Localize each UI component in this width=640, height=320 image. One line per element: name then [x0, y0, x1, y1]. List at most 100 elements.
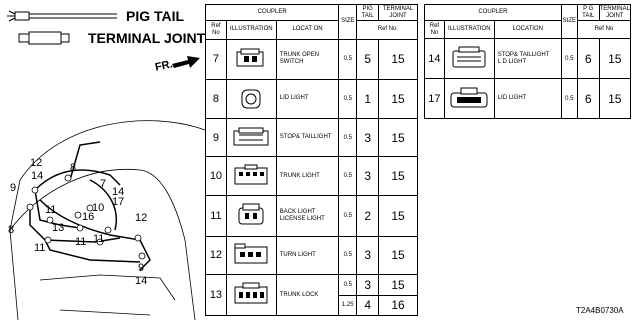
ref-cell: 8: [205, 79, 227, 119]
coupler-table-secondary: COUPLER SIZE P G TAIL TERMINAL JOINT Ref…: [424, 4, 632, 119]
terminal-joint-label: TERMINAL JOINT: [88, 30, 206, 46]
callout-number: 7: [100, 178, 107, 190]
callout-number: 10: [92, 202, 105, 214]
connector-long-icon: [450, 87, 488, 107]
terminal-joint-cell: 15: [378, 195, 418, 237]
location-cell: TRUNK LIGHT: [275, 156, 340, 196]
header-terminal-joint: TERMINAL JOINT: [598, 4, 632, 21]
pig-tail-cell: 3: [356, 156, 380, 196]
callout-number: 14: [135, 275, 148, 287]
location-cell: STOP& TAILLIGHT L D LIGHT: [493, 38, 562, 79]
diagram-code: T2A4B0730A: [576, 306, 624, 315]
callout-number: 14: [112, 186, 125, 198]
coupler-table-main: COUPLER SIZE PIG TAIL TERMINAL JOINT Ref…: [204, 3, 418, 317]
terminal-joint-cell: 15: [378, 274, 418, 296]
pig-tail-cell: 3: [356, 235, 380, 276]
size-cell: 0.5: [338, 156, 358, 196]
ref-cell: 17: [424, 78, 445, 119]
ref-cell: 7: [205, 38, 227, 81]
location-cell: TRUNK OPEN SWITCH: [275, 38, 340, 81]
callout-number: 11: [45, 204, 57, 216]
connector-multi-icon: [452, 46, 486, 67]
header-size: SIZE: [338, 4, 358, 40]
header-size: SIZE: [560, 4, 578, 39]
callout-number: 9: [138, 262, 145, 274]
size-cell: 0.5: [338, 195, 358, 237]
connector-wide-icon: [233, 127, 269, 146]
callout-number: 17: [112, 196, 125, 208]
callout-number: 11: [75, 236, 87, 248]
terminal-joint-cell: 15: [378, 156, 418, 196]
terminal-joint-cell: 15: [598, 78, 632, 119]
callout-number: 8: [8, 224, 15, 236]
terminal-joint-cell: 15: [378, 38, 418, 81]
header-location: LOCAT ON: [275, 20, 340, 40]
callout-number: 11: [93, 233, 105, 245]
size-cell: 0.5: [560, 38, 578, 79]
pig-tail-cell: 6: [576, 38, 600, 79]
callout-number: 8: [70, 162, 77, 174]
location-cell: STOP& TAILLIGHT: [275, 117, 340, 158]
callout-number: 11: [34, 242, 46, 254]
terminal-joint-cell: 15: [378, 235, 418, 276]
ref-cell: 14: [424, 38, 445, 79]
header-ref: Ref No: [205, 20, 227, 40]
terminal-joint-icon: [18, 31, 70, 45]
callout-number: 12: [135, 212, 148, 224]
header-illustration: ILLUSTRATION: [225, 20, 277, 40]
header-coupler: COUPLER: [424, 4, 562, 21]
size-cell: 0.5: [338, 274, 358, 296]
car-harness-drawing: [9, 120, 205, 320]
front-arrow-icon: [172, 56, 200, 68]
size-cell: 0.5: [338, 117, 358, 158]
terminal-joint-cell: 15: [378, 117, 418, 158]
location-cell: TRUNK LOCK: [275, 274, 340, 316]
location-cell: LID LIGHT: [493, 78, 562, 119]
callout-number: 16: [82, 211, 95, 223]
header-illustration: ILLUSTRATION: [443, 20, 495, 39]
size-cell: 0.5: [560, 78, 578, 119]
header-coupler: COUPLER: [204, 3, 340, 22]
size-cell: 0.5: [338, 79, 358, 119]
pig-tail-cell: 3: [356, 274, 380, 296]
pig-tail-cell: 2: [356, 195, 380, 237]
terminal-joint-cell: 15: [378, 79, 418, 119]
pig-tail-cell: 5: [356, 38, 380, 81]
ref-cell: 9: [205, 117, 227, 158]
header-pig-tail: PIG TAIL: [356, 3, 380, 22]
pig-tail-label: PIG TAIL: [126, 8, 185, 24]
callout-number: 9: [10, 182, 17, 194]
header-location: LOCATION: [493, 20, 562, 39]
size-cell: 0.5: [338, 235, 358, 276]
pig-tail-cell: 1: [356, 79, 380, 119]
location-cell: BACK LIGHT LICENSE LIGHT: [275, 195, 340, 237]
pig-tail-icon: [7, 10, 117, 22]
ref-cell: 10: [205, 156, 227, 196]
callout-number: 14: [31, 170, 44, 182]
header-ref: Ref No: [424, 20, 445, 39]
pig-tail-cell: 6: [576, 78, 600, 119]
location-cell: LID LIGHT: [275, 79, 340, 119]
ref-cell: 11: [205, 195, 227, 237]
size-cell: 0.5: [338, 38, 358, 81]
callout-number: 12: [30, 157, 43, 169]
connector-2pin-icon: [236, 48, 264, 67]
size-cell: 1.25: [338, 294, 358, 317]
header-pig-tail: P G TAIL: [576, 4, 600, 21]
terminal-joint-cell: 15: [598, 38, 632, 79]
legend-icons: [7, 10, 117, 45]
connector-round-icon: [241, 89, 261, 109]
ref-cell: 13: [205, 274, 227, 316]
connector-lock-icon: [234, 282, 268, 304]
connector-latch-icon: [238, 203, 264, 225]
pig-tail-cell: 4: [356, 294, 380, 317]
location-cell: TURN LIGHT: [275, 235, 340, 276]
header-ref-no: Ref No: [576, 20, 632, 39]
ref-cell: 12: [205, 235, 227, 276]
connector-6pin-icon: [234, 164, 268, 185]
connector-4pin-icon: [234, 243, 268, 264]
pig-tail-cell: 3: [356, 117, 380, 158]
terminal-joint-cell: 16: [378, 294, 418, 317]
header-ref-no: Ref No: [356, 20, 418, 40]
callout-number: 13: [52, 222, 65, 234]
